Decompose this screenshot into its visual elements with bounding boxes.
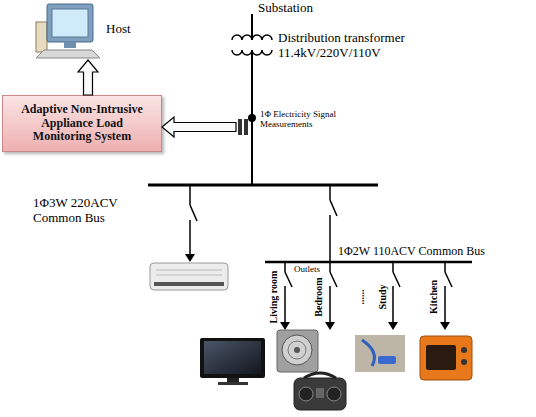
bus-label: 1Φ3W 220ACV Common Bus: [33, 196, 133, 226]
common-bus-110v-part: [265, 261, 472, 264]
electric-fan: [277, 330, 318, 372]
measurement-point-part: [244, 119, 248, 135]
oven-part: [461, 347, 467, 353]
host-computer: [36, 4, 100, 58]
radio-part: [294, 378, 346, 410]
room-label: Bedroom: [313, 277, 325, 316]
host-computer-part: [36, 50, 100, 58]
host-computer-part: [36, 22, 47, 52]
electric-fan-part: [288, 341, 306, 359]
outlet-branches-part: [330, 262, 337, 322]
monitoring-system-box: Adaptive Non-Intrusive Appliance Load Mo…: [2, 95, 162, 152]
hollow-arrow: [162, 117, 236, 137]
outlet-branches-part: [285, 262, 292, 322]
transformer-symbol-part: [232, 35, 272, 40]
outlet-branches: [280, 262, 452, 330]
television-part: [218, 382, 248, 385]
common-bus-220v-part: [148, 184, 378, 187]
common-bus-110v-part: [329, 185, 331, 200]
outlet-branches-part: [280, 322, 290, 330]
outlet-branches-part: [325, 322, 335, 330]
transformer-label: Distribution transformer 11.4kV/220V/110…: [278, 31, 423, 61]
electric-fan-part: [277, 330, 318, 372]
measurement-point-part: [248, 114, 256, 122]
common-bus-220v-part: [185, 254, 195, 262]
vacuum-cleaner: [355, 335, 405, 372]
oven-part: [461, 359, 467, 365]
measurement-point: [238, 114, 256, 135]
air-conditioner-part: [154, 282, 224, 286]
television-part: [227, 378, 239, 382]
host-computer-part: [52, 9, 88, 37]
measurement-point: 1Φ Electricity Signal Measurements: [236, 109, 356, 141]
air-conditioner-part: [156, 270, 222, 271]
common-bus-110v-part: [329, 215, 331, 262]
outlet-branches-part: [388, 322, 398, 330]
vacuum-cleaner-part: [355, 335, 405, 372]
radio-part: [316, 388, 324, 398]
substation-line-part: [251, 14, 253, 40]
television-part: [200, 338, 265, 378]
node-text: Host: [106, 22, 131, 37]
electric-fan-part: [294, 347, 300, 353]
host-computer-part: [64, 42, 76, 48]
hollow-arrow: [78, 60, 98, 95]
outlet-branches-part: [393, 262, 400, 322]
common-bus-220v-part: [189, 185, 191, 205]
node-text: Adaptive Non-Intrusive Appliance Load Mo…: [18, 103, 146, 144]
bus-label: 1Φ2W 110ACV Common Bus: [338, 245, 485, 259]
outlet-branches-part: [445, 262, 452, 322]
common-bus-220v-part: [190, 205, 197, 221]
room-label: Study: [377, 284, 389, 309]
air-conditioner-part: [150, 263, 228, 290]
electric-fan-part: [282, 335, 312, 365]
television: [200, 338, 265, 385]
oven: [420, 336, 472, 380]
oven-part: [420, 336, 472, 380]
outlet-branches-part: [440, 322, 450, 330]
oven-part: [426, 345, 456, 370]
ellipsis-label: ......: [355, 290, 367, 305]
node-text: 1Φ Electricity Signal Measurements: [260, 109, 355, 130]
room-label: Living room: [268, 271, 280, 324]
common-bus-110v-part: [330, 200, 337, 216]
air-conditioner-part: [156, 275, 222, 276]
outlet-label: Outlets: [294, 264, 320, 274]
room-label: Kitchen: [428, 280, 440, 314]
measurement-point-part: [238, 119, 242, 135]
television-part: [204, 341, 261, 374]
radio-part: [299, 387, 313, 401]
transformer-symbol: [232, 35, 272, 55]
radio: [294, 373, 346, 410]
radio-part: [327, 387, 341, 401]
air-conditioner: [150, 263, 228, 290]
vacuum-cleaner-part: [362, 340, 374, 366]
radio-part: [304, 373, 336, 378]
host-node: Host: [40, 2, 102, 60]
common-bus-220v-part: [189, 220, 191, 256]
host-computer-part: [47, 4, 93, 42]
source-label: Substation: [258, 1, 313, 16]
transformer-symbol-part: [232, 50, 272, 55]
vacuum-cleaner-part: [378, 356, 396, 364]
